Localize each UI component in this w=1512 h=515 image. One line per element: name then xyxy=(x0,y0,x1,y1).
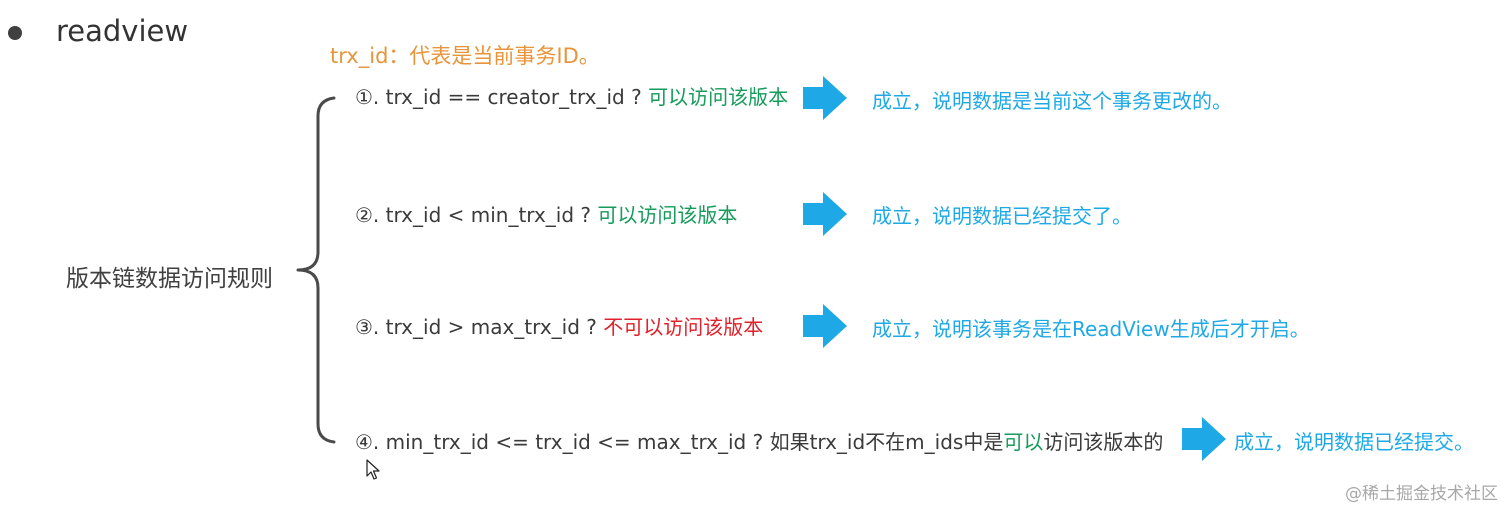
rule-1-condition: ①. trx_id == creator_trx_id ? xyxy=(355,85,649,109)
arrow-right-icon xyxy=(803,192,847,236)
arrow-right-icon xyxy=(1182,417,1226,461)
root-label: 版本链数据访问规则 xyxy=(66,266,273,292)
rule-2-condition: ②. trx_id < min_trx_id ? xyxy=(355,203,598,227)
page-heading: readview xyxy=(56,14,189,48)
arrow-right-icon xyxy=(803,304,847,348)
rule-4-suffix: 访问该版本的 xyxy=(1043,430,1164,454)
rule-3: ③. trx_id > max_trx_id ? 不可以访问该版本 xyxy=(355,311,763,340)
rule-1: ①. trx_id == creator_trx_id ? 可以访问该版本 xyxy=(355,81,788,110)
rule-1-highlight: 可以访问该版本 xyxy=(648,85,789,109)
rule-4: ④. min_trx_id <= trx_id <= max_trx_id ? … xyxy=(355,426,1163,455)
rule-1-result: 成立，说明数据是当前这个事务更改的。 xyxy=(872,89,1232,113)
watermark: @稀土掘金技术社区 xyxy=(1345,484,1498,504)
rule-2-result: 成立，说明数据已经提交了。 xyxy=(872,204,1132,228)
rule-3-result: 成立，说明该事务是在ReadView生成后才开启。 xyxy=(872,317,1310,341)
rule-3-condition: ③. trx_id > max_trx_id ? xyxy=(355,315,604,339)
rule-2: ②. trx_id < min_trx_id ? 可以访问该版本 xyxy=(355,199,737,228)
rule-4-highlight: 可以 xyxy=(1003,430,1044,454)
arrow-right-icon xyxy=(803,76,847,120)
bullet-icon xyxy=(8,26,22,40)
rule-4-condition: ④. min_trx_id <= trx_id <= max_trx_id ? … xyxy=(355,430,1004,454)
rule-2-highlight: 可以访问该版本 xyxy=(597,203,738,227)
curly-brace xyxy=(296,96,336,444)
rule-4-result: 成立，说明数据已经提交。 xyxy=(1234,430,1474,454)
trx-id-note: trx_id：代表是当前事务ID。 xyxy=(330,44,600,68)
rule-3-highlight: 不可以访问该版本 xyxy=(603,315,764,339)
mouse-cursor-icon xyxy=(366,459,380,480)
